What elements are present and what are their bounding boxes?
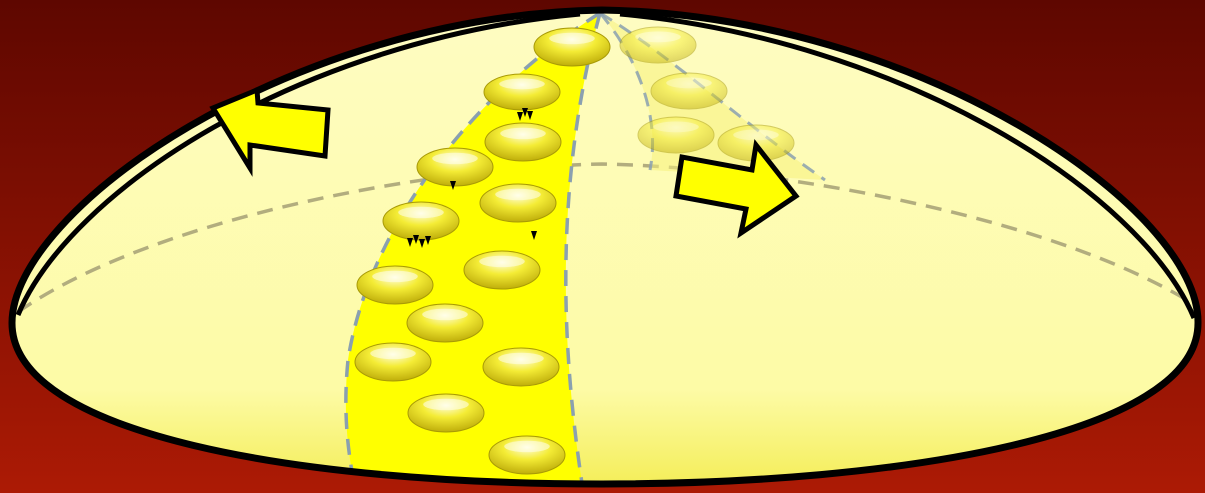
cell bbox=[483, 348, 559, 386]
cell bbox=[489, 436, 565, 474]
cell bbox=[408, 394, 484, 432]
cell bbox=[407, 304, 483, 342]
cell bbox=[480, 184, 556, 222]
faded-cell bbox=[638, 117, 714, 153]
faded-cell bbox=[651, 73, 727, 109]
cell bbox=[464, 251, 540, 289]
cell bbox=[534, 28, 610, 66]
cell bbox=[383, 202, 459, 240]
faded-cell bbox=[620, 27, 696, 63]
cell bbox=[357, 266, 433, 304]
cell bbox=[417, 148, 493, 186]
cell bbox=[355, 343, 431, 381]
cell bbox=[484, 74, 560, 110]
cell bbox=[485, 123, 561, 161]
